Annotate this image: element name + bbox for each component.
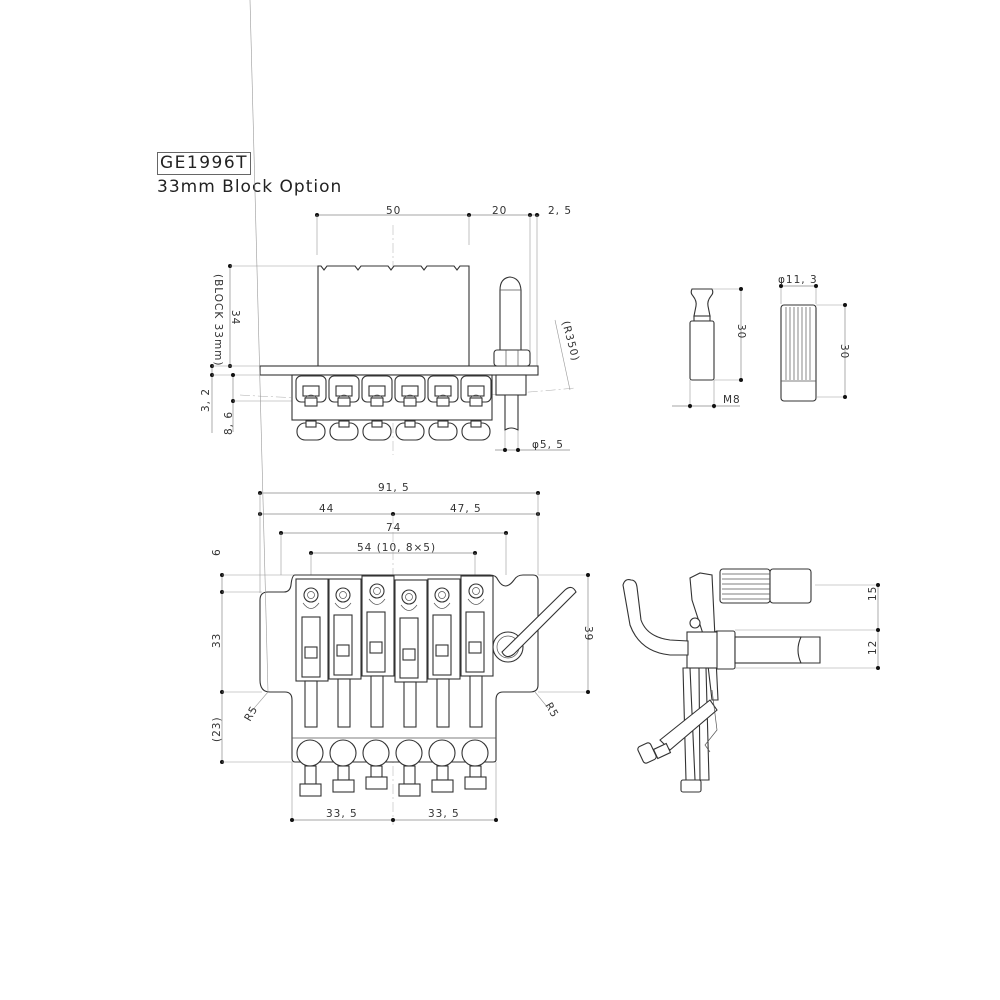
knob-diameter: φ11, 3 <box>778 274 818 286</box>
fine-tuner-row-side <box>296 420 491 441</box>
dim-height-note: (BLOCK 33mm) <box>212 274 224 367</box>
dim-saddle: 8, 6 <box>223 411 235 435</box>
dim-tail: (23) <box>211 716 223 742</box>
top-view: 91, 5 44 47, 5 74 54 (10, 8×5) 6 33 (23) <box>211 0 594 825</box>
dim-top-offset: 6 <box>211 548 223 556</box>
fine-tuner-row-top <box>296 739 489 797</box>
dim-post-edge: 2, 5 <box>548 205 572 217</box>
side-view: 50 20 2, 5 34 (BLOCK 33mm) 3, 2 8, 6 (R3… <box>200 205 581 455</box>
drawing-subtitle: 33mm Block Option <box>157 177 343 197</box>
saddle-row-side <box>295 375 492 407</box>
dim-fine-right: 33, 5 <box>428 808 460 820</box>
dim-block-width: 50 <box>386 205 401 217</box>
knob-height: 30 <box>838 344 850 359</box>
dim-right: 47, 5 <box>450 503 482 515</box>
dim-depth: 39 <box>582 626 594 641</box>
dim-arm-diameter: φ5, 5 <box>532 439 564 451</box>
dim-total-width: 91, 5 <box>378 482 410 494</box>
post-height: 30 <box>735 324 747 339</box>
dim-stud-span: 74 <box>386 522 401 534</box>
radius-right: R5 <box>542 701 560 721</box>
model-number: GE1996T <box>157 152 252 175</box>
dim-left: 44 <box>319 503 334 515</box>
parts-view: 30 M8 φ11, 3 30 <box>672 274 850 409</box>
radius-left: R5 <box>242 704 260 724</box>
dim-fine-left: 33, 5 <box>326 808 358 820</box>
dim-upper: 15 <box>867 586 879 601</box>
dim-lower: 12 <box>867 640 879 655</box>
post-thread: M8 <box>723 394 741 406</box>
dim-body: 33 <box>211 633 223 648</box>
dim-plate: 3, 2 <box>200 388 212 412</box>
dim-post-offset: 20 <box>492 205 507 217</box>
saddle-row-top <box>295 575 494 728</box>
dim-height: 34 <box>229 310 241 325</box>
dim-radius: (R350) <box>559 320 581 363</box>
dim-string-spacing: 54 (10, 8×5) <box>357 542 436 554</box>
tremolo-arm-top <box>492 586 577 663</box>
end-view: 15 12 <box>622 568 880 793</box>
